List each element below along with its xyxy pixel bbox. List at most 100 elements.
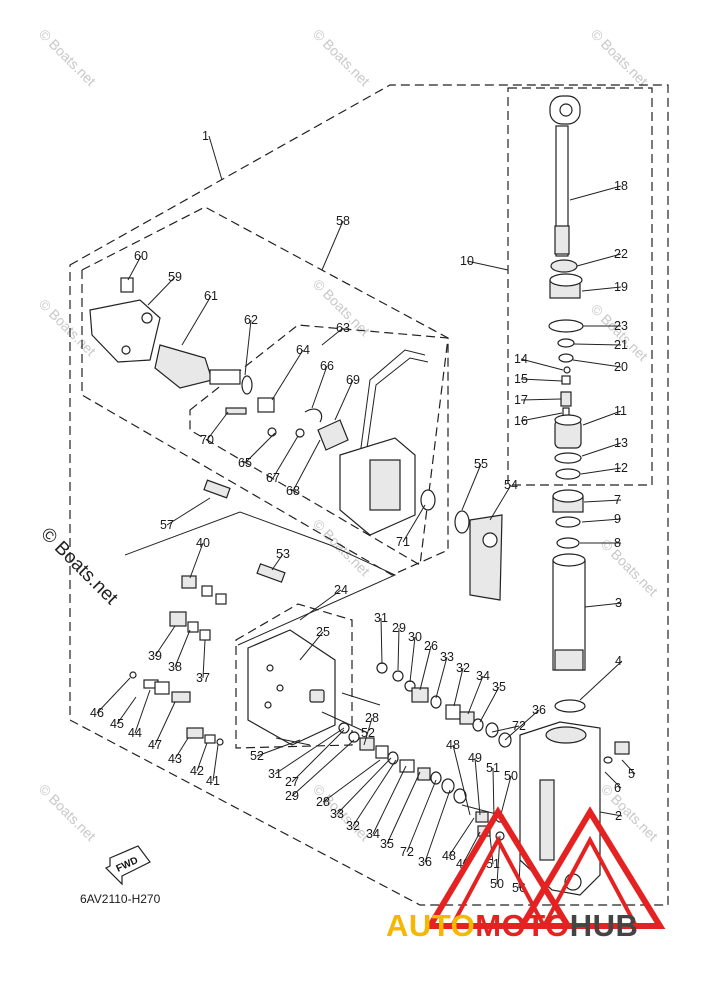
callout-72: 72 xyxy=(512,719,526,733)
fwd-arrow-icon: FWD xyxy=(104,845,151,886)
callout-8: 8 xyxy=(614,536,621,550)
leader-line-28 xyxy=(322,759,381,803)
leader-line-2 xyxy=(599,811,623,817)
callout-14: 14 xyxy=(514,352,528,366)
leader-line-28 xyxy=(363,717,373,746)
leader-line-15 xyxy=(520,378,563,382)
leader-line-33 xyxy=(435,656,448,699)
watermark: © Boats.net xyxy=(36,781,99,844)
leader-line-24 xyxy=(299,589,342,621)
callout-41: 41 xyxy=(206,774,220,788)
automotohub-logo: AUTOMOTOHUB xyxy=(386,806,666,943)
callout-33: 33 xyxy=(440,650,454,664)
leader-line-21 xyxy=(573,343,622,346)
watermark: © Boats.net xyxy=(588,26,651,89)
callout-32: 32 xyxy=(456,661,470,675)
callout-5: 5 xyxy=(628,767,635,781)
leader-line-35 xyxy=(479,686,500,723)
leader-line-19 xyxy=(581,286,622,292)
leader-line-57 xyxy=(166,497,211,526)
callout-38: 38 xyxy=(168,660,182,674)
callout-13: 13 xyxy=(614,436,628,450)
leader-line-69 xyxy=(334,379,354,421)
leader-line-63 xyxy=(321,327,344,346)
callout-39: 39 xyxy=(148,649,162,663)
logo-auto: AUTO xyxy=(386,908,475,943)
leader-line-38 xyxy=(174,629,191,668)
leader-line-49 xyxy=(474,757,481,816)
leader-line-13 xyxy=(581,442,622,457)
leader-line-16 xyxy=(520,412,563,422)
leader-line-34 xyxy=(372,765,407,835)
callout-52: 52 xyxy=(250,749,264,763)
part-tilt-rod xyxy=(549,95,581,257)
callout-72: 72 xyxy=(400,845,414,859)
callout-31: 31 xyxy=(374,611,388,625)
leader-line-48 xyxy=(448,817,475,857)
callout-36: 36 xyxy=(418,855,432,869)
callout-31: 31 xyxy=(268,767,282,781)
callout-63: 63 xyxy=(336,321,350,335)
callout-50: 50 xyxy=(490,877,504,891)
assembly-24-outline xyxy=(235,603,353,749)
leader-line-29 xyxy=(397,627,400,671)
callout-51: 51 xyxy=(486,857,500,871)
callout-53: 53 xyxy=(276,547,290,561)
leader-line-11 xyxy=(582,410,622,426)
callout-45: 45 xyxy=(110,717,124,731)
callout-51: 51 xyxy=(486,761,500,775)
leader-line-58 xyxy=(321,220,344,271)
callout-17: 17 xyxy=(514,393,528,407)
leader-line-10 xyxy=(466,260,509,271)
leader-line-60 xyxy=(127,255,142,281)
leader-line-61 xyxy=(181,295,212,346)
leader-line-42 xyxy=(196,742,208,772)
callout-20: 20 xyxy=(614,360,628,374)
leader-line-48 xyxy=(452,744,471,816)
diagram-code: 6AV2110-H270 xyxy=(80,892,161,906)
callout-labels: 1234567891011121314151617181920212223242… xyxy=(90,129,635,895)
callout-49: 49 xyxy=(468,751,482,765)
part-rod-stack xyxy=(548,259,584,363)
assembly-10-outline xyxy=(507,87,653,486)
callout-68: 68 xyxy=(286,484,300,498)
leader-line-41 xyxy=(212,744,219,782)
svg-text:AUTOMOTOHUB: AUTOMOTOHUB xyxy=(386,908,638,943)
leader-line-31 xyxy=(274,727,345,775)
callout-34: 34 xyxy=(366,827,380,841)
leader-line-6 xyxy=(604,771,622,789)
callout-3: 3 xyxy=(615,596,622,610)
callout-54: 54 xyxy=(504,478,518,492)
callout-27: 27 xyxy=(285,775,299,789)
leader-line-37 xyxy=(202,639,206,679)
callout-9: 9 xyxy=(614,512,621,526)
callout-2: 2 xyxy=(615,809,622,823)
callout-26: 26 xyxy=(424,639,438,653)
callout-15: 15 xyxy=(514,372,528,386)
leader-line-65 xyxy=(244,432,276,464)
callout-28: 28 xyxy=(365,711,379,725)
callout-35: 35 xyxy=(380,837,394,851)
callout-10: 10 xyxy=(460,254,474,268)
part-motor-assembly xyxy=(89,277,253,395)
watermark: © Boats.net xyxy=(310,26,373,89)
callout-29: 29 xyxy=(285,789,299,803)
leader-line-71 xyxy=(402,504,426,543)
callout-46: 46 xyxy=(90,706,104,720)
callout-62: 62 xyxy=(244,313,258,327)
leader-line-59 xyxy=(147,276,176,306)
leader-line-32 xyxy=(352,759,397,827)
leader-line-54 xyxy=(489,484,512,521)
leader-line-46 xyxy=(96,677,131,714)
leader-line-72 xyxy=(491,725,520,733)
part-tilt-cylinder xyxy=(552,553,586,713)
callout-50: 50 xyxy=(504,769,518,783)
part-main-body xyxy=(519,721,630,896)
part-valve-block xyxy=(247,629,336,746)
logo-moto: MOTO xyxy=(475,908,569,943)
callout-42: 42 xyxy=(190,764,204,778)
leader-line-12 xyxy=(580,467,622,475)
leader-line-45 xyxy=(116,696,137,725)
watermark: © Boats.net xyxy=(36,296,99,359)
